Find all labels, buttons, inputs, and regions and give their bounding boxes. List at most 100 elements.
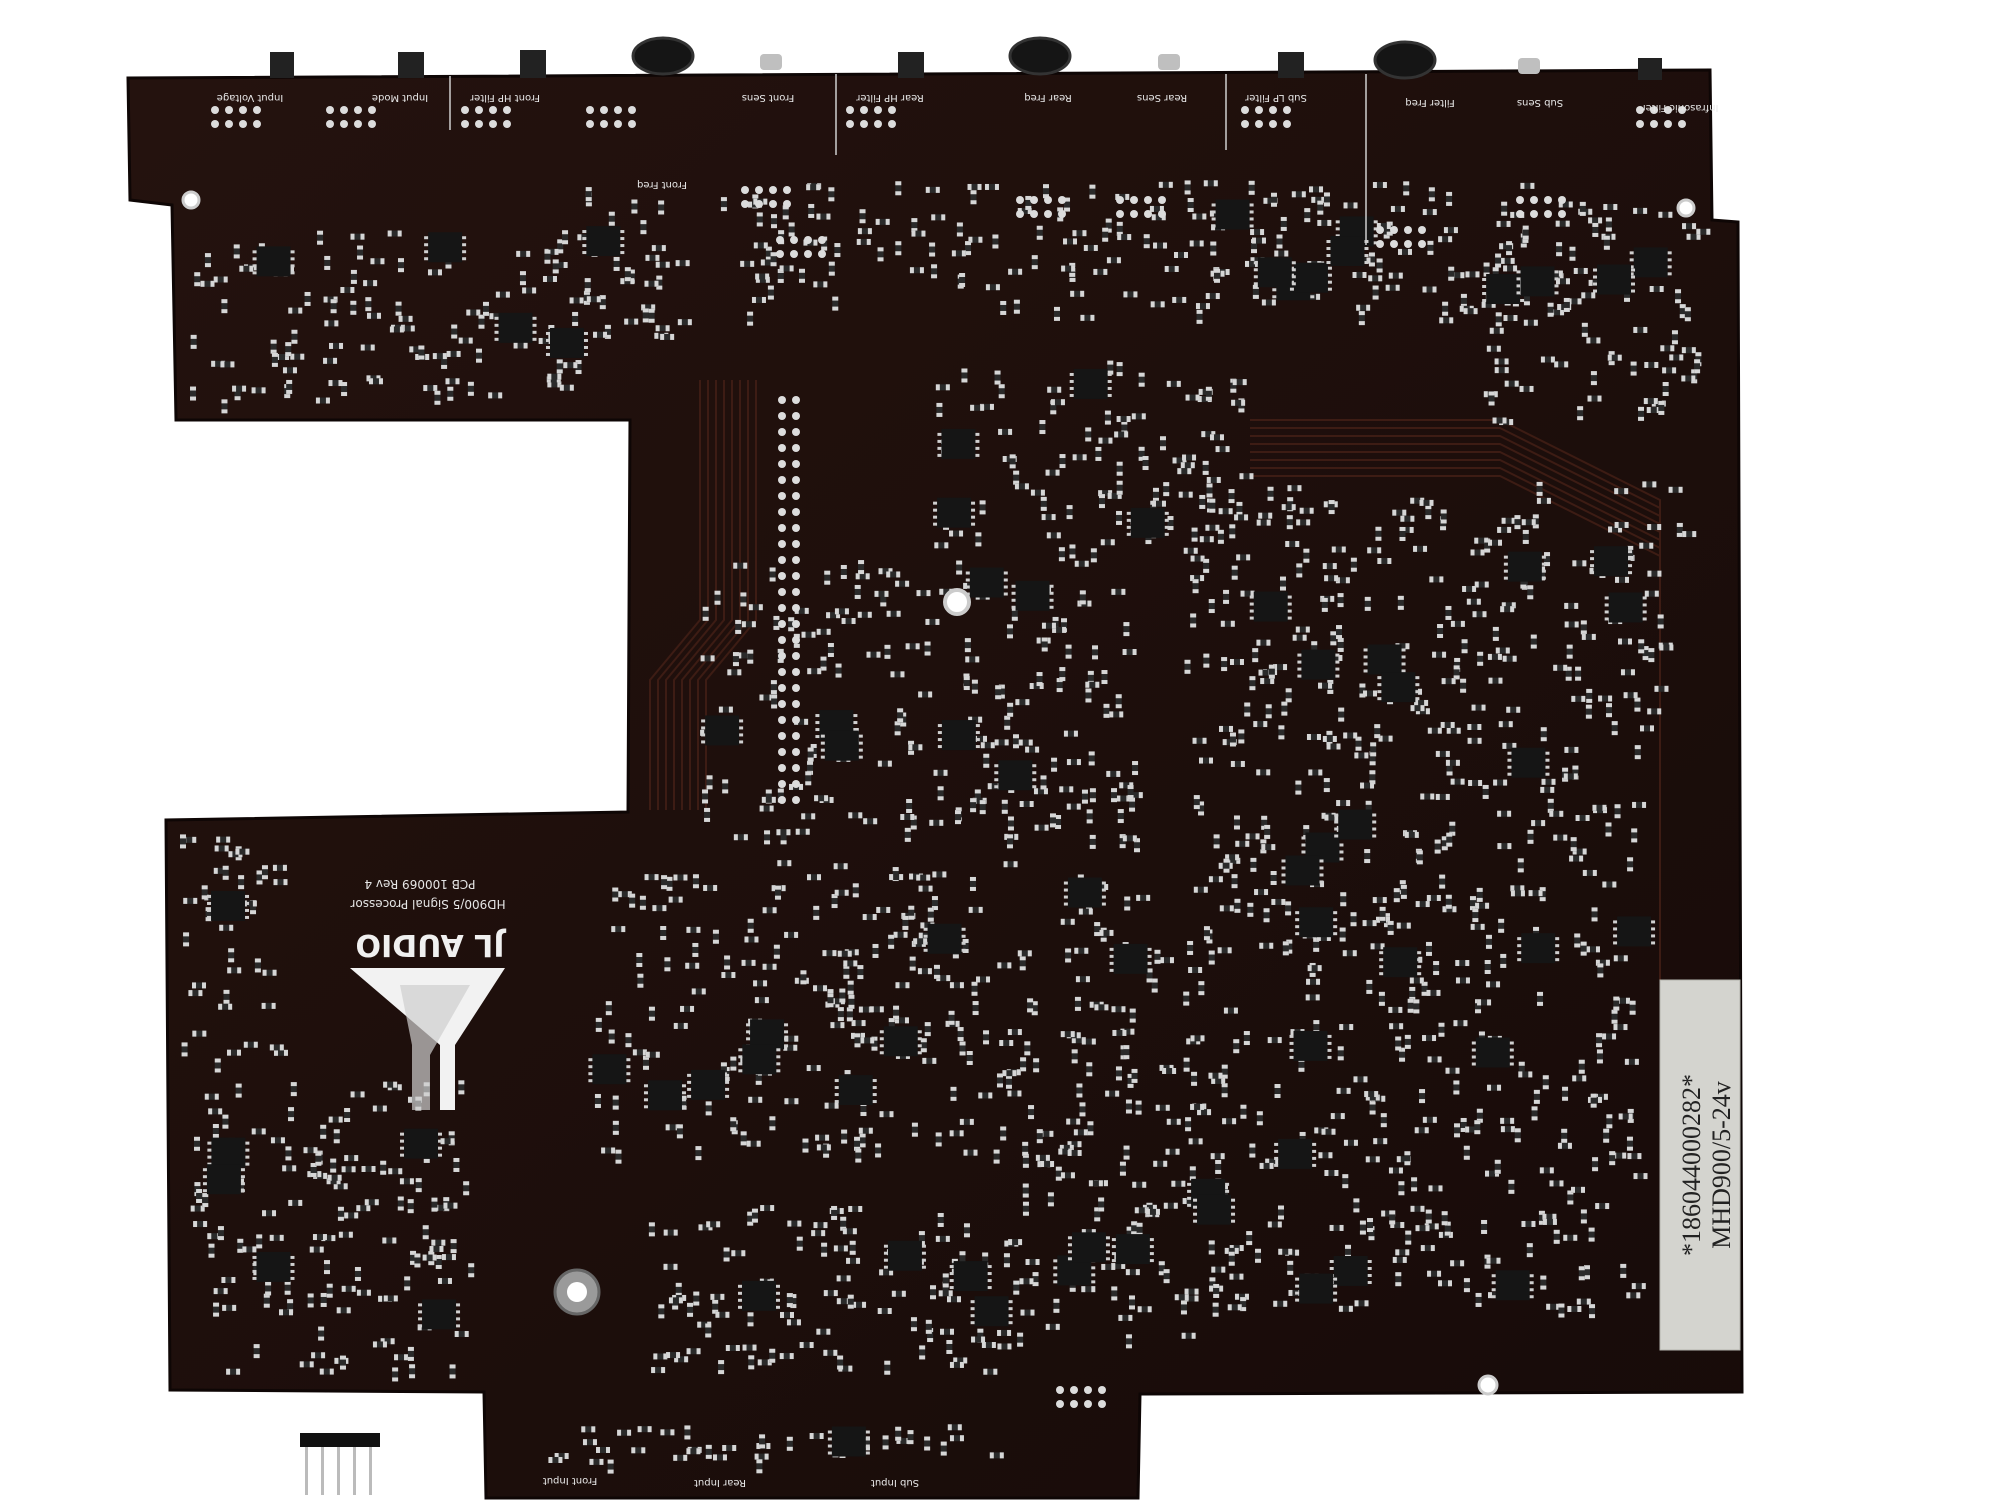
- smd-part: [1450, 272, 1465, 279]
- smd-pad: [1095, 446, 1102, 451]
- smd-pad: [632, 1049, 637, 1056]
- smd-pad: [1318, 769, 1323, 776]
- smd-pad: [1030, 1309, 1035, 1316]
- smd-pad: [853, 960, 858, 967]
- smd-pad: [1382, 182, 1387, 189]
- smd-pad: [1574, 621, 1579, 628]
- smd-pad: [1553, 834, 1558, 841]
- smd-part: [326, 1283, 333, 1298]
- smd-pad: [1017, 1090, 1022, 1097]
- smd-part: [1433, 961, 1440, 976]
- smd-part: [1125, 1269, 1140, 1276]
- smd-part: [994, 370, 1001, 385]
- smd-part: [1226, 857, 1241, 864]
- smd-part: [1190, 555, 1205, 562]
- smd-part: [939, 588, 954, 595]
- smd-pad: [1425, 1225, 1430, 1232]
- smd-part: [1427, 727, 1442, 734]
- smd-pad: [1158, 181, 1163, 188]
- smd-pad: [848, 1365, 853, 1372]
- smd-part: [1440, 721, 1455, 728]
- smd-part: [916, 874, 931, 881]
- smd-pad: [858, 570, 865, 575]
- smd-pad: [946, 1296, 951, 1303]
- smd-part: [971, 981, 978, 996]
- smd-part: [732, 652, 739, 667]
- smd-pad: [941, 214, 946, 221]
- smd-pad: [1098, 490, 1103, 497]
- smd-pad: [939, 819, 944, 826]
- smd-pad: [1037, 1161, 1042, 1168]
- smd-pad: [822, 950, 827, 957]
- smd-pad: [1209, 508, 1216, 513]
- smd-pad: [1296, 563, 1303, 568]
- smd-part: [183, 932, 190, 947]
- smd-pad: [1364, 596, 1371, 601]
- smd-pad: [194, 272, 201, 277]
- smd-pad: [1400, 884, 1407, 889]
- smd-part: [1067, 1149, 1082, 1156]
- smd-part: [188, 990, 203, 997]
- smd-pad: [1582, 869, 1587, 876]
- smd-pad: [848, 812, 853, 819]
- smd-pad: [1117, 819, 1124, 824]
- smd-pad: [1103, 713, 1110, 718]
- smd-part: [1256, 769, 1271, 776]
- smd-pad: [1153, 1160, 1158, 1167]
- smd-pad: [554, 248, 559, 255]
- smd-part: [256, 870, 263, 885]
- smd-part: [1177, 468, 1192, 475]
- smd-pad: [1246, 1241, 1253, 1246]
- smd-part: [920, 1038, 927, 1053]
- smd-pad: [996, 1083, 1003, 1088]
- smd-pad: [1199, 240, 1204, 247]
- smd-pad: [1138, 456, 1145, 461]
- smd-part: [1122, 649, 1137, 656]
- smd-pad: [516, 250, 521, 257]
- smd-pad: [1073, 238, 1078, 245]
- smd-part: [192, 1030, 207, 1037]
- smd-part: [917, 968, 932, 975]
- smd-pad: [1200, 555, 1205, 562]
- smd-pad: [1336, 800, 1341, 807]
- smd-pad: [916, 590, 921, 597]
- smd-part: [1388, 1006, 1403, 1013]
- smd-pad: [604, 334, 611, 339]
- smd-pad: [214, 1058, 221, 1063]
- smd-pad: [651, 304, 656, 311]
- smd-pad: [1437, 1056, 1442, 1063]
- smd-part: [282, 1165, 297, 1172]
- smd-pad: [1445, 1067, 1450, 1074]
- smd-part: [1379, 906, 1386, 921]
- smd-pad: [713, 884, 718, 891]
- smd-pad: [1400, 894, 1407, 899]
- smd-part: [1129, 1295, 1136, 1310]
- smd-pad: [218, 1108, 223, 1115]
- smd-part: [755, 276, 770, 283]
- smd-pad: [1007, 712, 1014, 717]
- smd-pad: [1424, 1127, 1429, 1134]
- smd-pad: [816, 213, 821, 220]
- smd-pad: [1590, 1093, 1597, 1098]
- smd-pad: [615, 1159, 622, 1164]
- smd-pad: [1059, 454, 1066, 459]
- smd-part: [866, 651, 881, 658]
- smd-pad: [1302, 634, 1307, 641]
- smd-pad: [920, 1038, 927, 1043]
- smd-pad: [1058, 547, 1065, 552]
- smd-part: [458, 1080, 465, 1095]
- smd-pad: [976, 976, 981, 983]
- smd-part: [1291, 191, 1306, 198]
- smd-pad: [261, 1128, 266, 1135]
- smd-part: [893, 931, 908, 938]
- smd-pad: [931, 274, 938, 279]
- smd-pad: [721, 972, 726, 979]
- smd-part: [272, 864, 287, 871]
- smd-pad: [629, 903, 636, 908]
- smd-part: [1531, 1106, 1538, 1121]
- smd-pad: [1405, 643, 1410, 650]
- smd-pad: [984, 183, 989, 190]
- smd-pad: [656, 285, 663, 290]
- smd-pad: [1410, 705, 1415, 712]
- smd-part: [1230, 378, 1237, 393]
